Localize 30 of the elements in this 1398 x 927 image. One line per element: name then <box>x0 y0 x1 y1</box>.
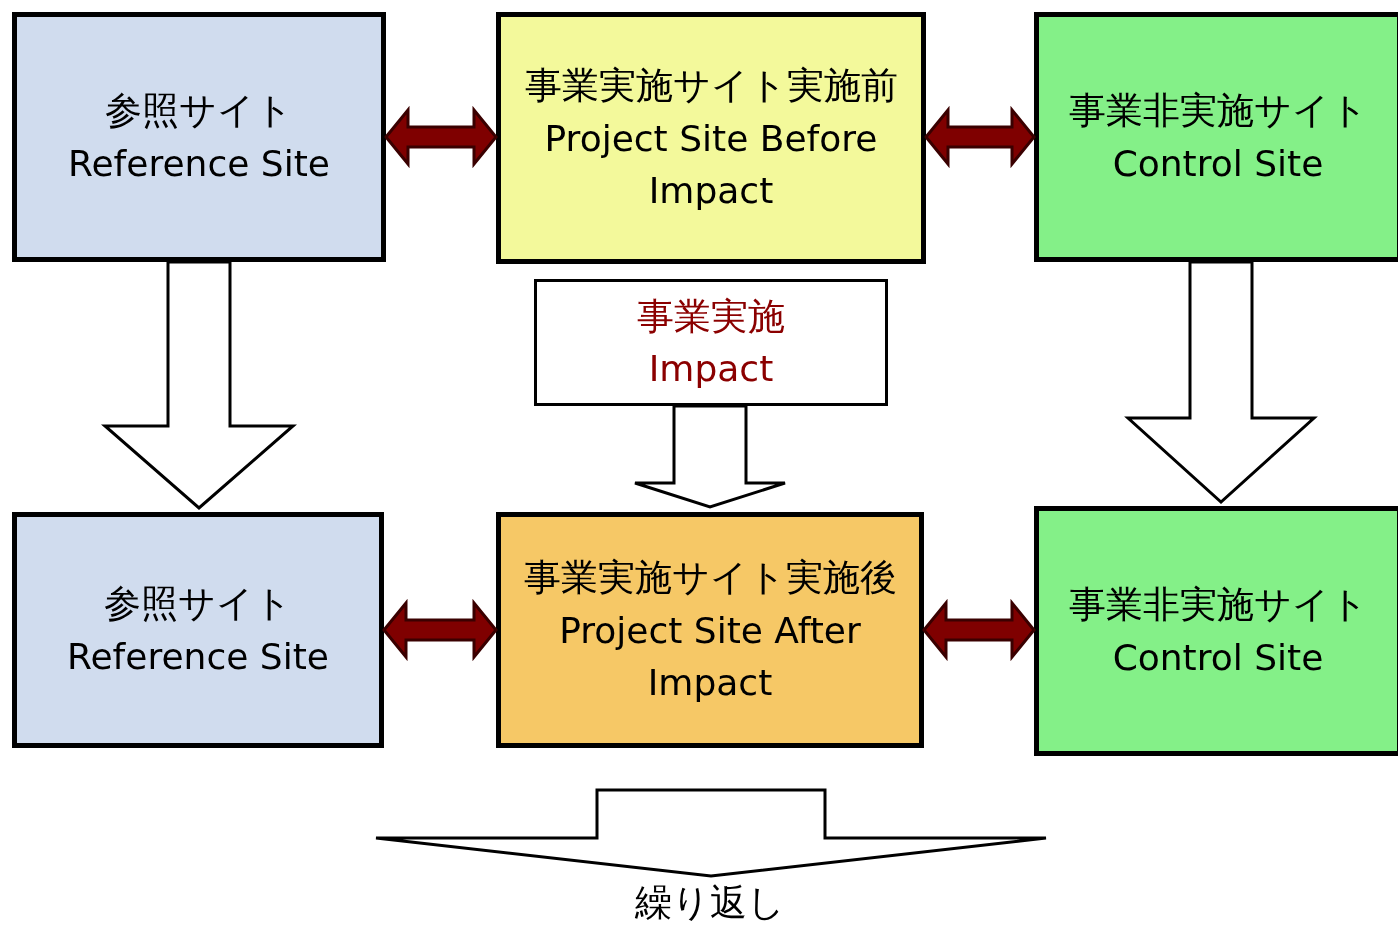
japanese-label: 繰り返し <box>634 879 786 926</box>
block-arrow <box>633 404 787 509</box>
site-box <box>1034 506 1398 756</box>
double-arrow <box>924 105 1036 169</box>
block-arrow <box>374 788 1048 878</box>
japanese-label: 事業非実施サイト <box>1067 88 1369 135</box>
japanese-label: 事業実施サイト実施後 <box>522 555 898 601</box>
site-box <box>496 512 924 748</box>
english-label: Project Site After Impact <box>558 608 862 705</box>
double-arrow <box>922 598 1036 662</box>
english-label: Impact <box>647 347 775 392</box>
block-arrow <box>101 260 297 510</box>
japanese-label: 事業実施 <box>636 293 786 340</box>
double-arrow <box>384 105 498 169</box>
double-arrow <box>382 598 498 662</box>
site-box <box>12 12 386 262</box>
english-label: Control Site <box>1111 635 1325 680</box>
japanese-label: 事業非実施サイト <box>1067 582 1369 629</box>
english-label: Control Site <box>1111 141 1325 186</box>
site-box <box>1034 12 1398 262</box>
site-box <box>12 512 384 748</box>
japanese-label: 事業実施サイト実施前 <box>523 63 899 109</box>
english-label: Project Site Before Impact <box>543 116 879 213</box>
english-label: Reference Site <box>67 141 331 186</box>
english-label: Reference Site <box>66 634 330 679</box>
japanese-label: 参照サイト <box>104 88 294 135</box>
site-box <box>496 12 926 264</box>
block-arrow <box>1124 260 1318 505</box>
site-box <box>534 279 888 406</box>
japanese-label: 参照サイト <box>103 581 293 628</box>
